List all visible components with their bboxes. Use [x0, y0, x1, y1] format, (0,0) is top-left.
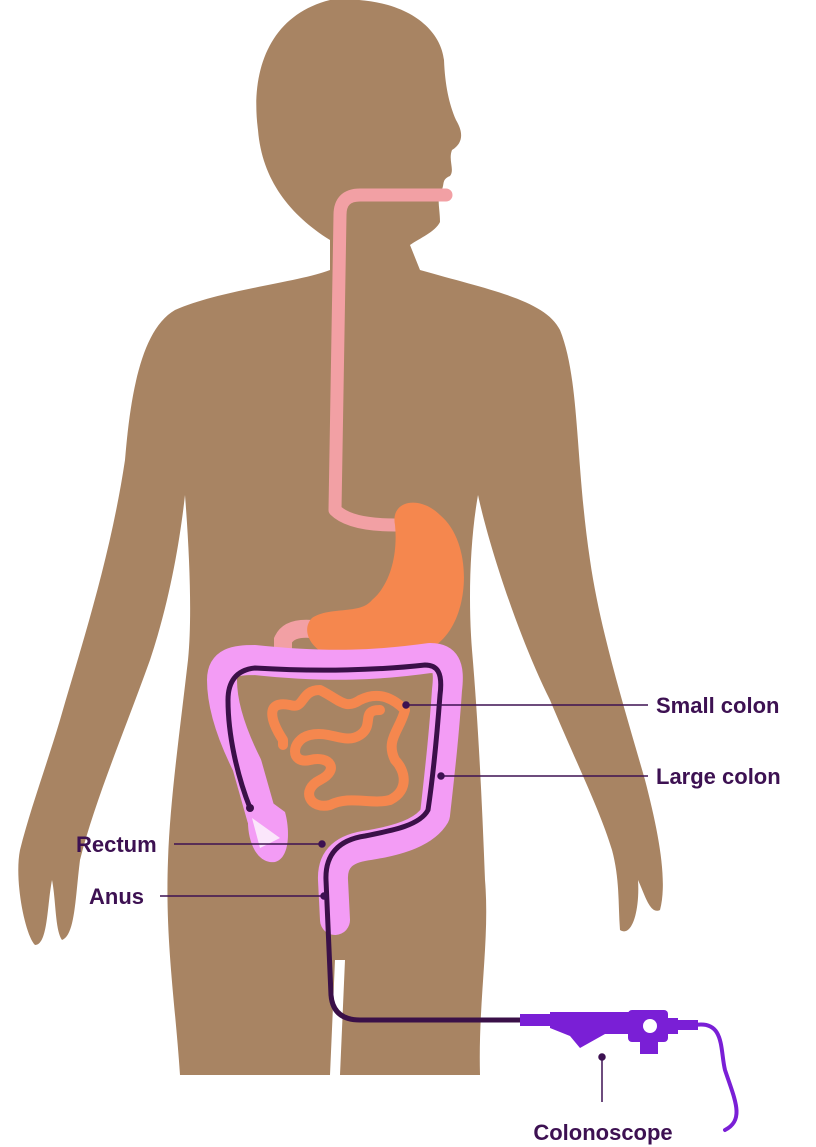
label-anus: Anus [89, 884, 144, 909]
label-rectum: Rectum [76, 832, 157, 857]
scope-tip [246, 804, 254, 812]
label-colonoscope: Colonoscope [533, 1120, 672, 1145]
label-large-colon: Large colon [656, 764, 781, 789]
colonoscope-handle [520, 1010, 737, 1130]
label-small-colon: Small colon [656, 693, 779, 718]
